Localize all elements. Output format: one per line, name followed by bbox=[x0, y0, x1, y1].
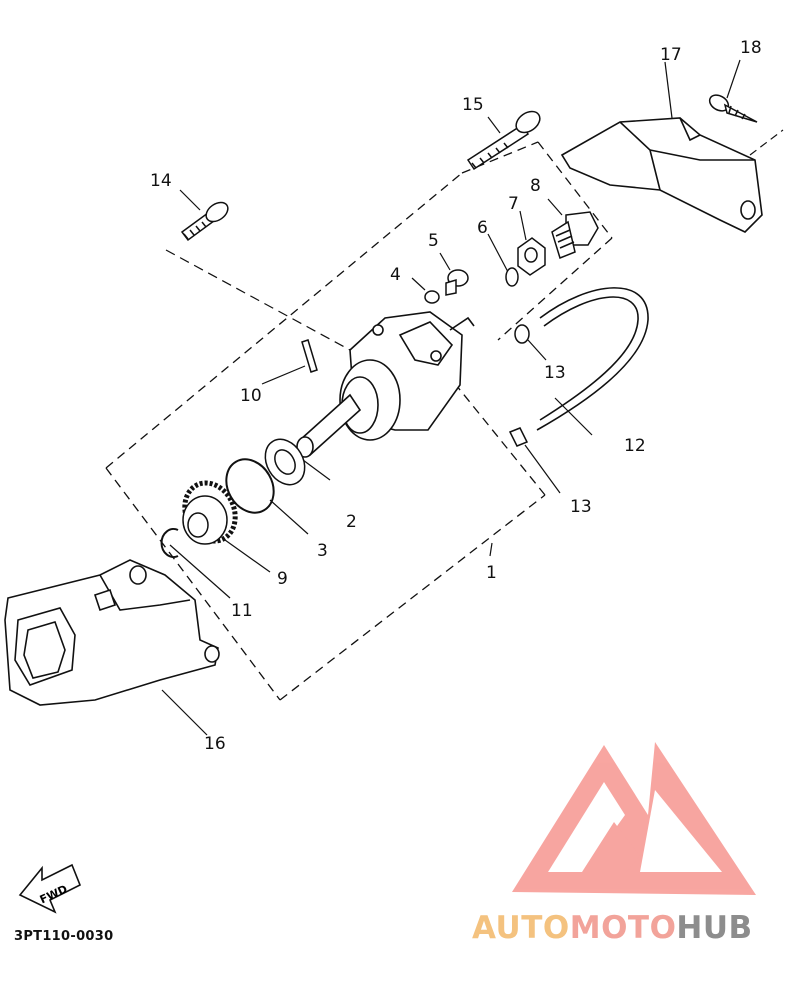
callout-8: 8 bbox=[530, 176, 541, 196]
callout-17: 17 bbox=[660, 45, 682, 65]
automotohub-logo bbox=[512, 742, 756, 895]
callout-12: 12 bbox=[624, 436, 646, 456]
bolt-14 bbox=[180, 201, 229, 242]
bracket-17 bbox=[560, 117, 763, 233]
collar-13-lower bbox=[508, 427, 529, 447]
callout-1: 1 bbox=[486, 563, 497, 583]
callout-4: 4 bbox=[390, 265, 401, 285]
callout-labels: 1 2 3 4 5 6 7 8 9 10 11 12 13 13 14 15 1… bbox=[150, 38, 762, 754]
callout-3: 3 bbox=[317, 541, 328, 561]
collar-13-upper bbox=[514, 324, 530, 344]
callout-18: 18 bbox=[740, 38, 762, 58]
clip-11 bbox=[160, 528, 179, 558]
callout-16: 16 bbox=[204, 734, 226, 754]
bolt-15 bbox=[466, 110, 541, 171]
bearing-2 bbox=[264, 438, 306, 486]
washer-4 bbox=[424, 290, 440, 304]
screw-18 bbox=[708, 94, 758, 123]
callout-14: 14 bbox=[150, 171, 172, 191]
banjo-bolt-8 bbox=[551, 211, 599, 259]
callout-7: 7 bbox=[508, 194, 519, 214]
callout-2: 2 bbox=[346, 512, 357, 532]
cover-16 bbox=[4, 559, 220, 706]
screw-5 bbox=[445, 269, 469, 296]
callout-9: 9 bbox=[277, 569, 288, 589]
oil-pump-assembly bbox=[296, 311, 475, 458]
pin-10 bbox=[301, 339, 318, 373]
washer-6 bbox=[505, 267, 519, 287]
callout-13b: 13 bbox=[570, 497, 592, 517]
nut-7 bbox=[517, 237, 546, 276]
callout-5: 5 bbox=[428, 231, 439, 251]
gear-9 bbox=[182, 480, 238, 545]
leader-lines bbox=[161, 59, 784, 736]
part-code: 3PT110-0030 bbox=[14, 929, 114, 944]
callout-6: 6 bbox=[477, 218, 488, 238]
watermark-text: AUTOMOTOHUB bbox=[472, 910, 753, 946]
callout-11: 11 bbox=[231, 601, 253, 621]
o-ring-3 bbox=[225, 458, 275, 514]
callout-13a: 13 bbox=[544, 363, 566, 383]
callout-10: 10 bbox=[240, 386, 262, 406]
assembly-outline bbox=[105, 141, 613, 701]
watermark-moto: MOTO bbox=[569, 910, 677, 946]
fwd-arrow-icon bbox=[18, 863, 82, 914]
watermark-hub: HUB bbox=[676, 910, 753, 946]
watermark-auto: AUTO bbox=[472, 910, 570, 946]
hose-12 bbox=[536, 287, 649, 431]
callout-15: 15 bbox=[462, 95, 484, 115]
